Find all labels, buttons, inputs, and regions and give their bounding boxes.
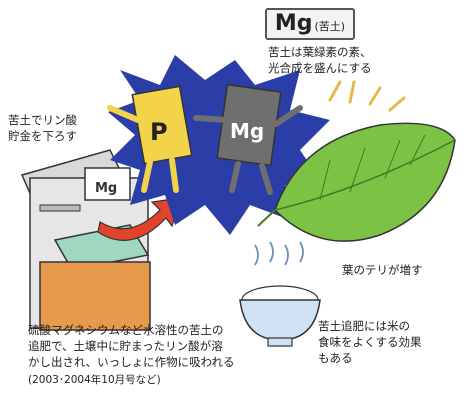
atm-screen	[84, 167, 131, 201]
atm-description: 苦土でリン酸 貯金を下ろす	[8, 113, 77, 143]
title-symbol: Mg	[274, 11, 313, 36]
atm-base	[39, 261, 151, 331]
arrow-icon	[97, 197, 181, 241]
leaf-icon	[257, 122, 456, 242]
title-note: (苦土)	[314, 20, 346, 33]
top-description: 苦土は葉緑素の素、 光合成を盛んにする	[268, 45, 372, 75]
sun-rays	[328, 80, 406, 112]
mg-card-label: Mg	[230, 119, 264, 143]
source-note: (2003･2004年10月号など)	[28, 374, 161, 386]
bottom-description: 硫酸マグネシウムなど水溶性の苦土の 追肥で、土壌中に貯まったリン酸が溶 かし出さ…	[28, 323, 235, 369]
title-badge: Mg (苦土)	[265, 8, 355, 40]
atm-screen-label: Mg	[95, 181, 117, 196]
p-card: P	[107, 85, 193, 193]
p-card-label: P	[150, 118, 168, 146]
rice-description: 苦土追肥には米の 食味をよくする効果 もある	[318, 319, 422, 365]
leaf-description: 葉のテリが増す	[342, 263, 423, 277]
atm-machine: Mg	[20, 149, 151, 331]
rice-bowl-icon	[239, 241, 321, 347]
mg-card: Mg	[193, 83, 303, 195]
